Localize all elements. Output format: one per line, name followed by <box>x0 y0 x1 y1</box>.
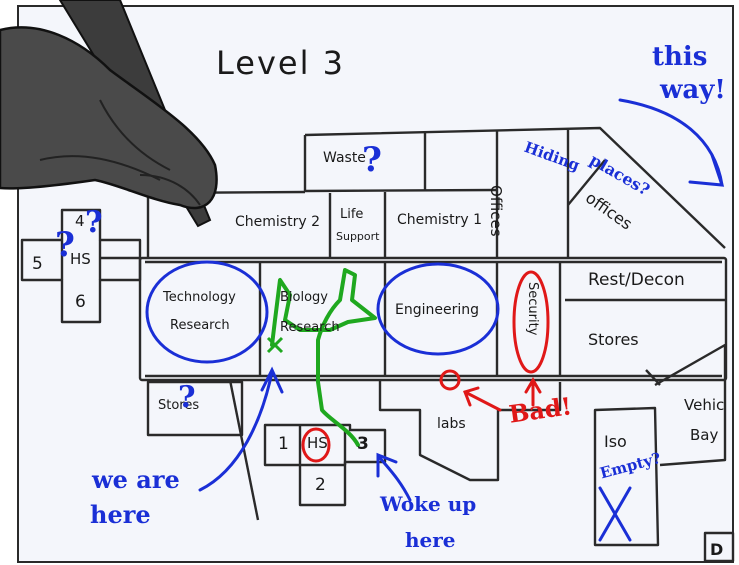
blue-markings <box>145 98 725 542</box>
annotation-woke-up-here-line1: Woke up <box>380 492 477 516</box>
question-mark-waste: ? <box>362 140 382 180</box>
room-technology-research-line2: Research <box>170 318 230 333</box>
room-offices-top: Offices <box>487 185 505 237</box>
left-hub-4: 4 <box>75 212 85 230</box>
annotation-this-way-line2: way! <box>660 75 726 105</box>
question-mark-stores: ? <box>178 380 196 415</box>
map-title: Level 3 <box>216 44 345 82</box>
green-x-mark <box>266 336 284 354</box>
room-labs: labs <box>437 416 466 432</box>
room-biology-research-line2: Research <box>280 320 340 335</box>
annotation-we-are-here-line1: we are <box>92 465 180 494</box>
bottom-hub-3: 3 <box>357 434 369 454</box>
corner-mark: D <box>710 540 724 559</box>
room-chemistry-2: Chemistry 2 <box>235 214 320 230</box>
room-technology-research-line1: Technology <box>163 290 236 305</box>
room-life-support-line2: Support <box>336 230 380 243</box>
red-markings <box>301 270 550 463</box>
room-security: Security <box>525 282 540 336</box>
room-biology-research-line1: Biology <box>280 290 328 305</box>
left-hub-hs: HS <box>70 250 91 268</box>
question-mark-left-hub: ? <box>55 225 75 265</box>
green-route <box>270 268 377 447</box>
annotation-we-are-here-line2: here <box>90 500 151 529</box>
annotation-woke-up-here-line2: here <box>405 528 456 552</box>
room-vehicle-bay-line1: Vehic <box>684 396 725 414</box>
bottom-hub-1: 1 <box>278 434 289 454</box>
room-life-support-line1: Life <box>340 207 364 222</box>
room-rest-decon: Rest/Decon <box>588 270 685 290</box>
left-hub-5: 5 <box>32 254 43 274</box>
room-engineering: Engineering <box>395 302 479 318</box>
room-stores-right: Stores <box>588 330 639 349</box>
hand-with-pen <box>0 0 218 228</box>
room-waste: Waste <box>323 150 366 166</box>
room-iso: Iso <box>604 432 627 451</box>
bottom-hub-2: 2 <box>315 475 326 495</box>
annotation-this-line1: this <box>652 42 708 72</box>
room-chemistry-1: Chemistry 1 <box>397 212 482 228</box>
left-hub-6: 6 <box>75 292 86 312</box>
floor-plan <box>20 126 735 563</box>
question-mark-left-hub-2: ? <box>85 205 103 240</box>
room-vehicle-bay-line2: Bay <box>690 426 719 444</box>
room-stores-left: Stores <box>158 398 200 413</box>
bottom-hub-hs: HS <box>307 434 328 452</box>
